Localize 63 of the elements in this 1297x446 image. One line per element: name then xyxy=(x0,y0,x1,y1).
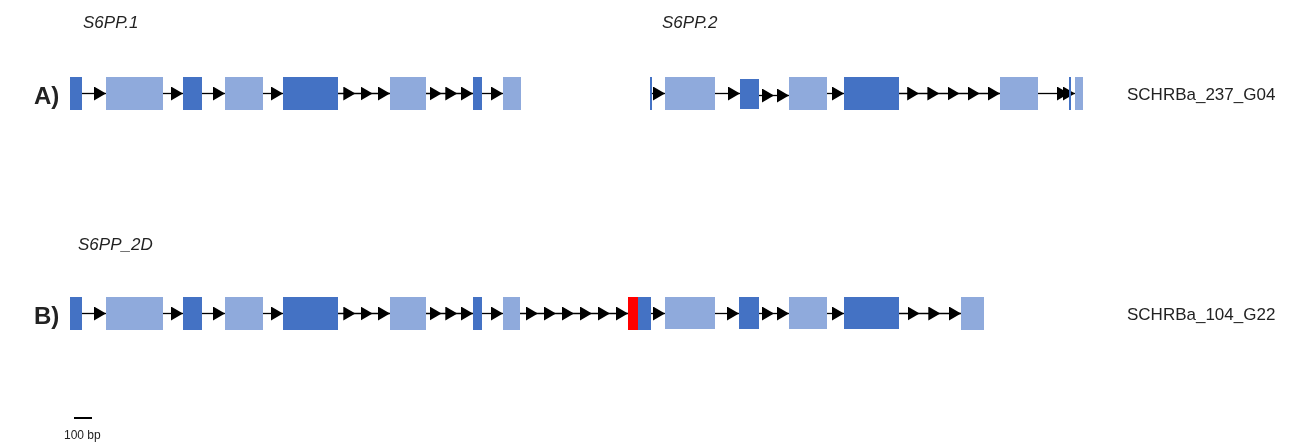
exon-box xyxy=(1000,77,1038,110)
intron-arrow xyxy=(201,307,226,321)
intron-arrow xyxy=(519,307,629,321)
gene-name: S6PP_2D xyxy=(78,234,153,256)
intron-arrow xyxy=(898,87,1001,101)
intron-arrow xyxy=(714,307,740,321)
scale-label: 100 bp xyxy=(64,427,101,444)
intron-arrow xyxy=(826,87,845,101)
intron-arrow xyxy=(898,307,962,321)
exon-box xyxy=(225,297,263,330)
intron-arrow xyxy=(262,307,284,321)
intron-arrow xyxy=(1063,87,1076,101)
exon-box xyxy=(283,297,338,330)
exon-box xyxy=(789,77,827,110)
intron-arrow xyxy=(337,87,391,101)
intron-arrow xyxy=(481,87,504,101)
gene-name: S6PP.1 xyxy=(83,12,139,34)
exon-box xyxy=(789,297,827,329)
exon-box xyxy=(183,297,202,330)
exon-box xyxy=(473,297,482,330)
intron-arrow xyxy=(201,87,226,101)
intron-arrow xyxy=(425,87,474,101)
gene-id: SCHRBa_237_G04 xyxy=(1127,84,1276,106)
intron-arrow xyxy=(262,87,284,101)
intron-arrow xyxy=(425,307,474,321)
intron-arrow xyxy=(758,89,790,103)
intron-arrow xyxy=(651,87,666,101)
intron-arrow xyxy=(826,307,845,321)
exon-box xyxy=(739,297,759,329)
exon-box xyxy=(638,297,651,330)
exon-box xyxy=(225,77,263,110)
intron-arrow xyxy=(162,307,184,321)
exon-box xyxy=(740,79,759,109)
intron-arrow xyxy=(162,87,184,101)
exon-box xyxy=(961,297,984,330)
exon-box xyxy=(390,77,426,110)
exon-box xyxy=(106,297,163,330)
intron-arrow xyxy=(481,307,504,321)
gene-name: S6PP.2 xyxy=(662,12,718,34)
exon-box xyxy=(473,77,482,110)
intron-arrow xyxy=(337,307,391,321)
intron-arrow xyxy=(714,87,741,101)
exon-box xyxy=(503,77,521,110)
intron-arrow xyxy=(81,87,107,101)
intron-arrow xyxy=(650,307,666,321)
panel-label: A) xyxy=(34,81,60,111)
exon-box xyxy=(106,77,163,110)
exon-box xyxy=(1075,77,1083,110)
exon-box xyxy=(283,77,338,110)
intron-arrow xyxy=(81,307,107,321)
exon-box xyxy=(70,77,82,110)
gene-id: SCHRBa_104_G22 xyxy=(1127,304,1276,326)
exon-box xyxy=(628,297,638,330)
exon-box xyxy=(390,297,426,330)
intron-arrow xyxy=(758,307,790,321)
exon-box xyxy=(503,297,520,330)
exon-box xyxy=(183,77,202,110)
panel-label: B) xyxy=(34,301,60,331)
exon-box xyxy=(665,297,715,329)
exon-box xyxy=(844,77,899,110)
exon-box xyxy=(844,297,899,329)
exon-box xyxy=(665,77,715,110)
exon-box xyxy=(70,297,82,330)
